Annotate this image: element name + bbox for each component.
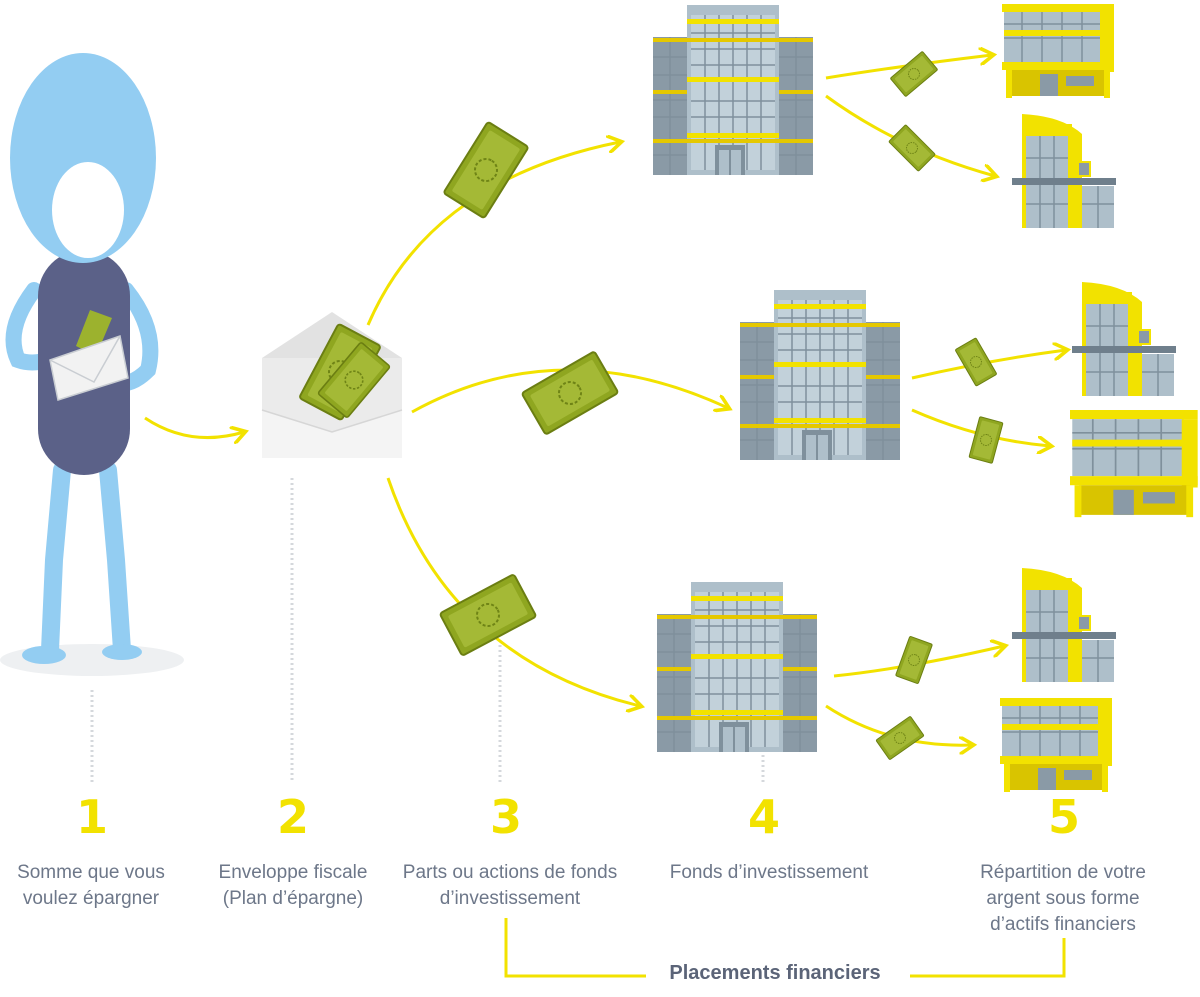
banknote-icon [438, 573, 538, 657]
step-3-label: Parts ou actions de fonds d’investisseme… [402, 862, 618, 909]
placements-bracket [504, 918, 1066, 978]
envelope-icon [261, 312, 403, 458]
step-4-number: 4 [747, 790, 780, 844]
banknote-icon [442, 120, 530, 220]
arrow-1-2 [144, 416, 244, 438]
office-building-icon [739, 289, 901, 461]
banknote-icon [895, 635, 933, 685]
step-1-label: Somme que vous voulez épargner [17, 862, 165, 909]
banknote-icon [520, 350, 620, 436]
step-3-number: 3 [489, 790, 522, 844]
person-illustration [5, 53, 159, 664]
arrow-2-4a [366, 142, 620, 326]
step-5-label: Répartition de votre argent sous forme d… [980, 862, 1146, 935]
office-building-icon [656, 581, 818, 753]
step-4-label: Fonds d’investissement [669, 862, 869, 883]
banknote-icon [888, 124, 936, 172]
step-2-label: Enveloppe fiscale (Plan d’épargne) [218, 862, 368, 909]
modern-building-icon [1011, 567, 1117, 683]
modern-building-icon [1001, 3, 1115, 99]
banknote-icon [875, 715, 925, 761]
banknote-icon [889, 50, 939, 98]
placements-financiers-label: Placements financiers [669, 962, 881, 984]
modern-building-icon [999, 697, 1113, 793]
step-1-number: 1 [75, 790, 108, 844]
modern-building-icon [1071, 281, 1177, 397]
modern-building-icon [1069, 409, 1199, 519]
banknote-icon [968, 416, 1004, 464]
step-2-number: 2 [276, 790, 309, 844]
office-building-icon [652, 4, 814, 176]
modern-building-icon [1011, 113, 1117, 229]
step-5-number: 5 [1047, 790, 1080, 844]
